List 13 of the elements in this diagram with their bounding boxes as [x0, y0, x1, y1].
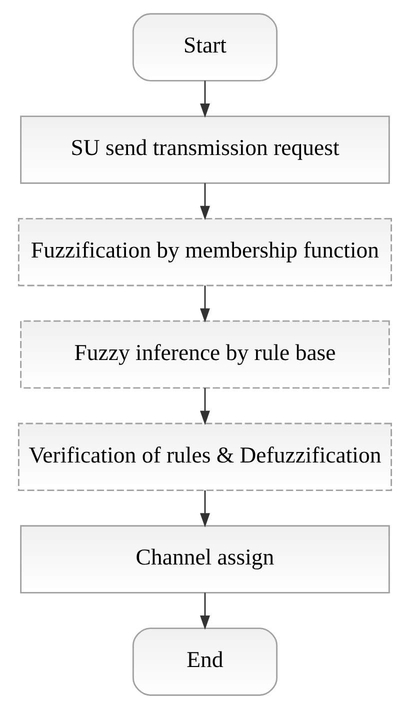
arrow — [200, 388, 210, 425]
node-box: Channel assign — [20, 525, 390, 594]
node-box: End — [132, 628, 278, 696]
node-box: Verification of rules & Defuzzification — [17, 422, 392, 492]
arrow — [200, 183, 210, 220]
node-box: Fuzzy inference by rule base — [20, 320, 390, 389]
node-box: Start — [132, 13, 278, 82]
node-box: SU send transmission request — [20, 116, 390, 184]
arrow — [200, 286, 210, 323]
node-box: Fuzzification by membership function — [17, 218, 392, 286]
arrow — [200, 80, 210, 118]
arrow — [200, 490, 210, 528]
arrow — [200, 592, 210, 630]
